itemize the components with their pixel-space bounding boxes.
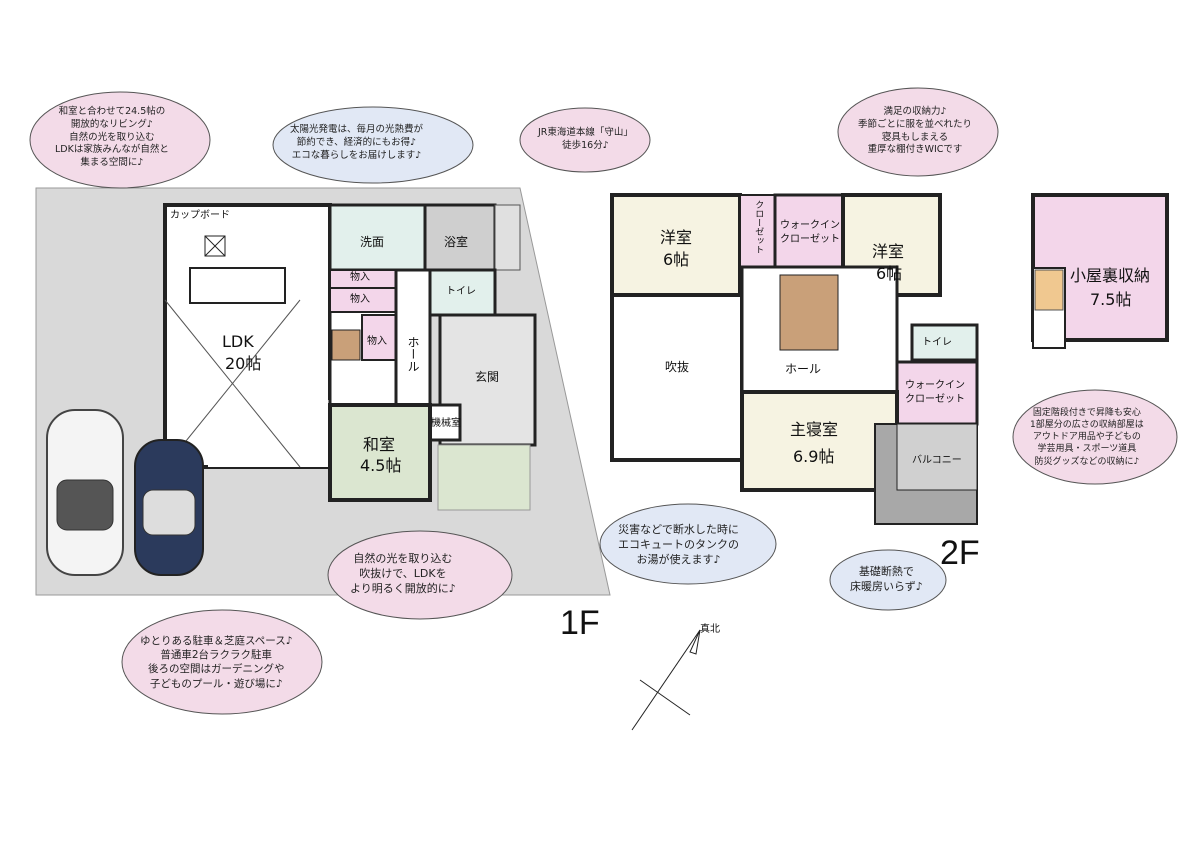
wic1-line2: クローゼット [780,234,840,245]
stairs-1f [331,329,361,361]
western2-size: 6帖 [876,264,903,283]
wic2-line2: クローゼット [905,394,965,405]
storage3-label: 物入 [367,336,387,347]
hall-2f-label: ホール [785,362,822,376]
void-area [610,293,744,462]
cloud-station [519,107,651,173]
wic2-line1: ウォークイン [905,380,965,391]
cloud-parking [121,609,323,715]
ldk-size: 20帖 [225,354,262,373]
cloud-attic [1012,389,1178,485]
storage2-room [329,287,397,313]
master-size: 6.9帖 [793,447,835,466]
attic-stairs [1034,269,1064,311]
toilet-2f [910,323,979,362]
kitchen-counter [189,267,286,304]
washitsu-size: 4.5帖 [360,456,402,475]
wic1-line1: ウォークイン [780,220,840,231]
compass-needle [631,629,701,731]
ldk-name: LDK [222,332,254,351]
balcony-label: バルコニー [912,455,962,466]
attic-size: 7.5帖 [1090,290,1132,309]
wic2-room [895,360,979,426]
cloud-living [29,91,211,189]
callout-storage: 満足の収納力♪季節ごとに服を並べれたり寝具もしまえる重厚な棚付きWICです [858,106,973,156]
toilet-1f-label: トイレ [446,286,476,297]
terrace [437,444,531,511]
compass-label: 真北 [700,624,720,635]
cloud-solar [272,106,474,184]
callout-insulation: 基礎断熱で床暖房いらず♪ [850,565,923,593]
toilet-2f-label: トイレ [922,337,952,348]
western2-name: 洋室 [872,242,905,261]
callout-water: 災害などで断水した時にエコキュートのタンクのお湯が使えます♪ [618,523,739,566]
floor-1f-label: 1F [560,604,600,642]
cupboard-label: カップボード [170,210,230,221]
callout-parking: ゆとりある駐車＆芝庭スペース♪普通車2台ラクラク駐車後ろの空間はガーデニングや子… [140,635,293,690]
washitsu-room [328,403,432,502]
callout-solar: 太陽光発電は、毎月の光熱費が節約でき、経済的にもお得♪エコな暮らしをお届けします… [290,124,424,161]
cloud-storage [837,87,999,177]
void-label: 吹抜 [665,360,690,374]
entrance-label: 玄関 [475,370,500,384]
stairs-2f [779,274,839,351]
closet-label: クローゼット [753,200,764,254]
master-room [740,390,899,492]
attic-name: 小屋裏収納 [1070,266,1151,285]
washroom-label: 洗面 [360,235,385,249]
western1-size: 6帖 [663,250,690,269]
storage2-label: 物入 [350,294,370,305]
storage1-label: 物入 [350,272,370,283]
storage3-room [361,314,397,361]
machine-room-label: 機械室 [431,418,461,429]
floor-2f-label: 2F [940,534,980,572]
cloud-light [327,530,513,620]
bath-room [423,203,497,272]
wic1-room [773,193,845,269]
callout-station: JR東海道本線「守山」徒歩16分♪ [538,127,633,151]
washitsu-name: 和室 [363,435,396,454]
cloud-insulation [829,549,947,611]
hall-1f-label: ホール [406,336,420,372]
master-name: 主寝室 [790,420,839,439]
western1-name: 洋室 [660,228,693,247]
bath-label: 浴室 [444,235,469,249]
callout-light: 自然の光を取り込む吹抜けで、LDKをより明るく開放的に♪ [350,552,456,595]
cloud-water [599,503,777,585]
